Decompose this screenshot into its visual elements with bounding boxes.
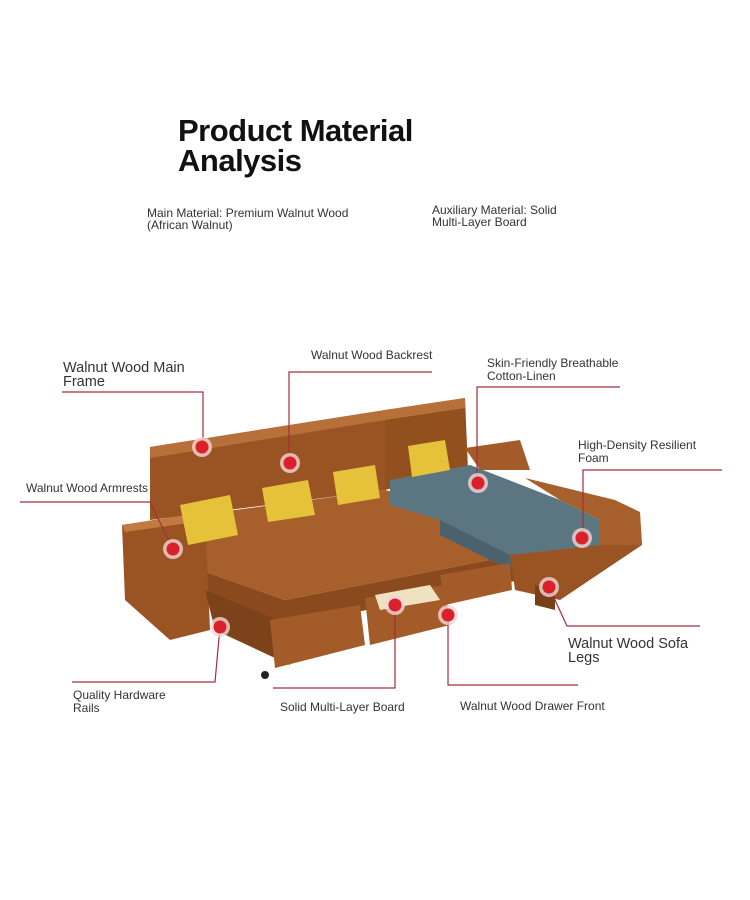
label-drawer-front: Walnut Wood Drawer Front — [460, 699, 605, 713]
marker-hardware-rails — [210, 617, 230, 637]
label-main-frame: Walnut Wood Main Frame — [63, 360, 185, 390]
main-material-text: Main Material: Premium Walnut Wood (Afri… — [147, 206, 349, 232]
marker-foam — [572, 528, 592, 548]
marker-backrest — [280, 453, 300, 473]
marker-cotton-linen — [468, 473, 488, 493]
marker-sofa-legs — [539, 577, 559, 597]
page-title: Product Material Analysis — [178, 113, 413, 178]
marker-drawer-front — [438, 605, 458, 625]
label-armrests: Walnut Wood Armrests — [26, 481, 149, 495]
label-foam: High-Density Resilient Foam — [578, 438, 697, 465]
drawer — [440, 563, 512, 605]
backrest-left — [150, 410, 385, 520]
label-backrest: Walnut Wood Backrest — [311, 348, 433, 362]
marker-main-frame — [192, 437, 212, 457]
auxiliary-material-text: Auxiliary Material: Solid Multi-Layer Bo… — [432, 203, 557, 229]
caster-wheel — [261, 671, 269, 679]
label-sofa-legs: Walnut Wood Sofa Legs — [568, 636, 689, 666]
marker-armrests — [163, 539, 183, 559]
cushion — [390, 465, 600, 560]
label-hardware-rails: Quality Hardware Rails — [73, 688, 166, 715]
seat-platform — [160, 490, 515, 600]
leader-lines — [20, 371, 722, 689]
label-multi-layer-board: Solid Multi-Layer Board — [280, 700, 405, 714]
label-cotton-linen: Skin-Friendly Breathable Cotton-Linen — [487, 356, 619, 383]
marker-multi-layer-board — [385, 595, 405, 615]
drawer — [270, 605, 365, 668]
markers — [163, 437, 592, 637]
pillows — [180, 440, 450, 545]
